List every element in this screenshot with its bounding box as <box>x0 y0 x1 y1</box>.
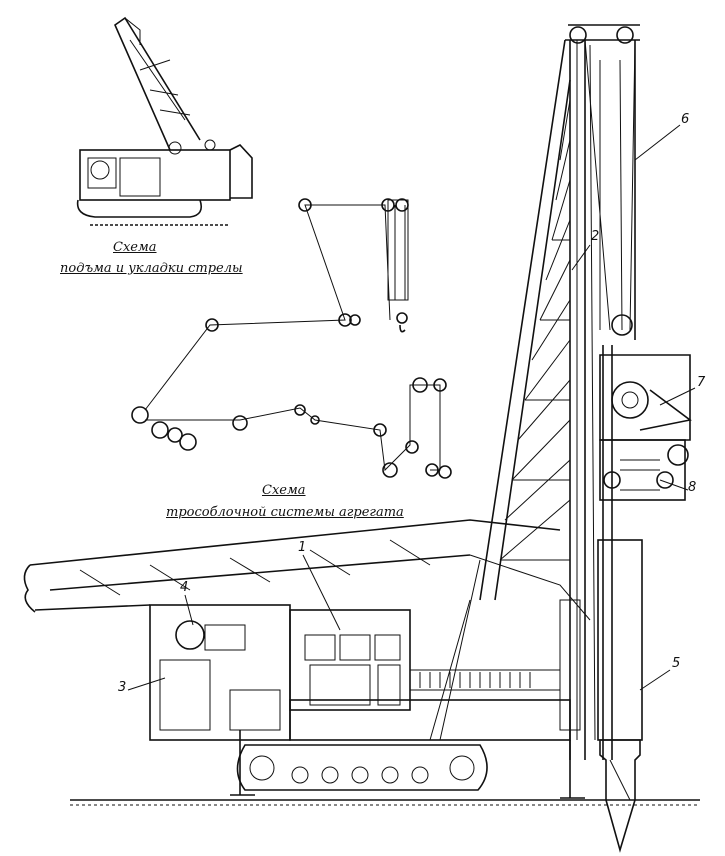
callout-3: 3 <box>118 680 127 695</box>
rope-block-scheme <box>131 198 452 479</box>
callout-4: 4 <box>180 580 189 595</box>
callout-7: 7 <box>697 375 706 390</box>
drill-head <box>599 354 692 501</box>
callout-1: 1 <box>298 540 307 555</box>
boom-scheme-subtitle: подъма и укладки стрелы <box>60 261 243 276</box>
callout-8: 8 <box>688 480 697 495</box>
casing-pipe <box>597 539 643 853</box>
machine-body <box>149 559 581 741</box>
boom <box>23 519 591 621</box>
callout-5: 5 <box>672 656 681 671</box>
boom-raise-scheme <box>76 16 253 226</box>
rope-scheme-title: Схема <box>262 483 306 498</box>
boom-scheme-title: Схема <box>113 240 157 255</box>
crawler-tracks <box>230 730 585 799</box>
callout-2: 2 <box>591 229 600 244</box>
ground-line <box>70 799 700 806</box>
callout-6: 6 <box>681 112 690 127</box>
rope-scheme-subtitle: трособлочной системы агрегата <box>166 505 404 520</box>
mast <box>479 24 640 760</box>
callout-leaders <box>127 124 696 691</box>
